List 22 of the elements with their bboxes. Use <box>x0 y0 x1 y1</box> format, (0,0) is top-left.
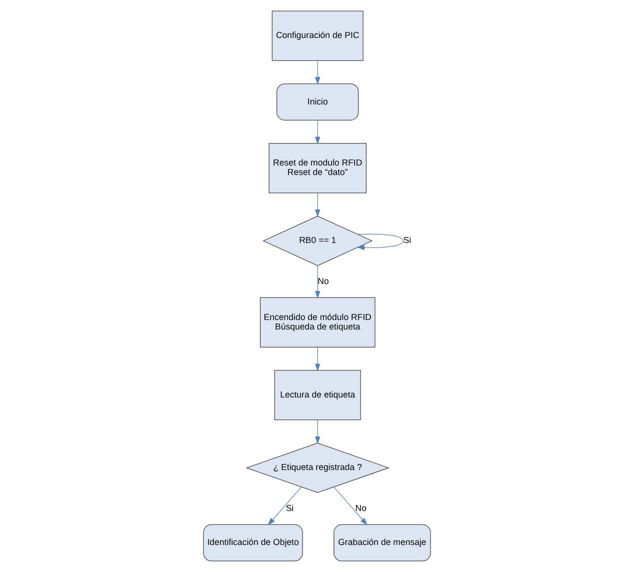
arrow <box>267 486 302 526</box>
edge-label: Si <box>285 502 294 513</box>
node-box: Encendido de módulo RFID Búsqueda de etiqueta <box>259 297 375 348</box>
node-box: Lectura de etiqueta <box>274 370 360 420</box>
arrow <box>314 346 320 372</box>
edge-label: Si <box>402 235 411 246</box>
node-box: Configuración de PIC <box>271 10 363 61</box>
edge-label: No <box>354 502 366 513</box>
arrow <box>314 60 320 85</box>
node-box: Identificación de Objeto <box>202 524 302 562</box>
node-box: Reset de modulo RFID Reset de “dato” <box>268 143 366 194</box>
arrow <box>314 420 320 444</box>
node-diamond: ¿ Etiqueta registrada ? <box>245 442 390 493</box>
arrow <box>314 120 320 144</box>
node-box: Grabación de mensaje <box>333 524 430 562</box>
edge-label: No <box>317 276 328 286</box>
node-box: Inicio <box>276 83 358 120</box>
arrow <box>333 486 367 526</box>
node-diamond: RB0 == 1 <box>262 216 372 266</box>
arrow <box>314 265 320 298</box>
arrow <box>314 192 320 217</box>
arrow <box>356 234 404 250</box>
